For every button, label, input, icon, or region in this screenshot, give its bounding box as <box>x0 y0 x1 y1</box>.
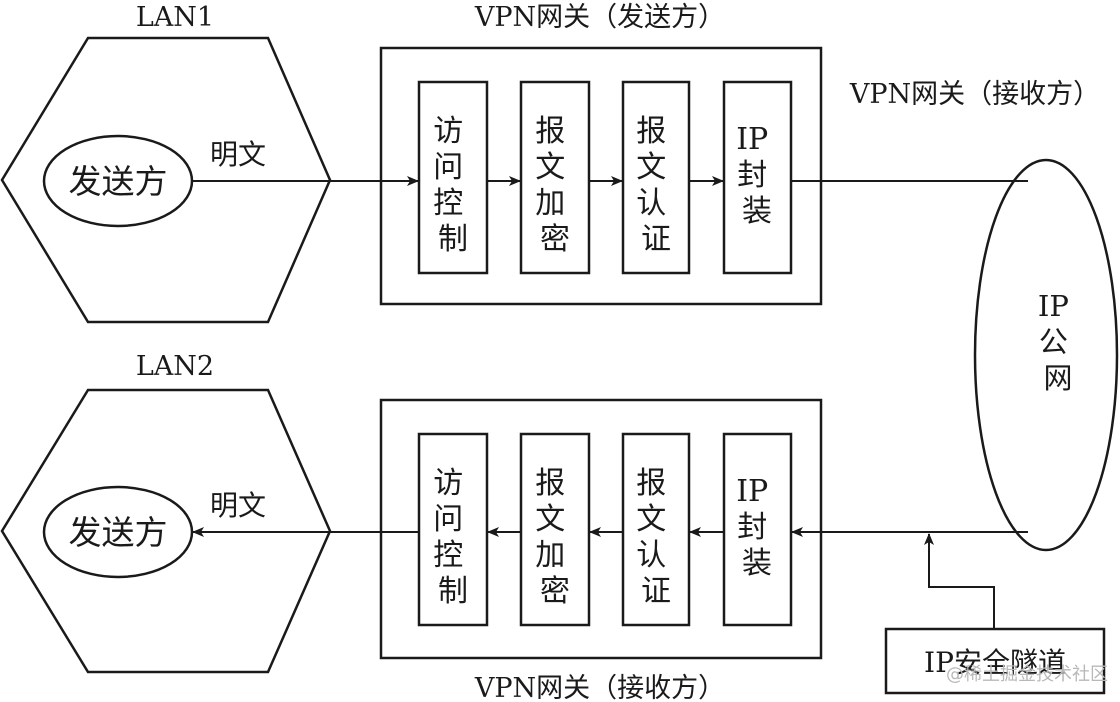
lan2-label: LAN2 <box>136 351 214 382</box>
module-box <box>519 80 591 275</box>
module-text: 报 文 认 证 <box>636 114 676 257</box>
sender-gateway: VPN网关（发送方） 访 问 控 制 报 文 加 密 报 文 <box>379 2 823 306</box>
module-authentication-bottom: 报 文 认 证 <box>621 432 691 627</box>
module-text: 访 问 控 制 <box>433 114 473 257</box>
plaintext-label-top: 明文 <box>210 138 266 171</box>
module-box <box>417 80 489 275</box>
sender-gateway-box <box>379 46 823 306</box>
lan2-hexagon <box>0 388 332 674</box>
module-text: IP 封 装 <box>736 474 778 581</box>
sender-gateway-title: VPN网关（发送方） <box>474 2 725 33</box>
tunnel-pointer-line <box>924 533 995 629</box>
module-text: 报 文 加 密 <box>535 114 575 257</box>
lan1-hexagon <box>0 36 332 324</box>
module-ip-encapsulation-bottom: IP 封 装 <box>722 432 793 627</box>
lan2-group: LAN2 发送方 明文 <box>0 351 332 674</box>
lan1-group: LAN1 发送方 明文 <box>0 2 332 324</box>
plaintext-label-bottom: 明文 <box>210 489 266 522</box>
module-text: 报 文 认 证 <box>636 466 676 609</box>
sender-label-bottom: 发送方 <box>69 513 168 552</box>
module-access-control-top: 访 问 控 制 <box>417 80 489 275</box>
module-text: IP 封 装 <box>736 122 778 229</box>
receiver-gateway-side-label: VPN网关（接收方） <box>849 79 1100 110</box>
receiver-gateway: VPN网关（接收方） 访 问 控 制 报 文 加 密 报 文 <box>379 398 823 702</box>
module-access-control-bottom: 访 问 控 制 <box>417 432 489 627</box>
sender-label-top: 发送方 <box>69 162 168 201</box>
ip-public-network: IP 公 网 <box>973 158 1119 552</box>
module-encryption-bottom: 报 文 加 密 <box>519 432 591 627</box>
module-text: 访 问 控 制 <box>433 466 473 609</box>
module-box <box>722 80 793 275</box>
receiver-gateway-title: VPN网关（接收方） <box>474 673 725 702</box>
ip-security-tunnel: IP安全隧道 <box>884 533 1106 695</box>
module-ip-encapsulation-top: IP 封 装 <box>722 80 793 275</box>
module-text: 报 文 加 密 <box>535 466 575 609</box>
tunnel-box <box>884 627 1106 695</box>
public-network-ellipse <box>973 158 1119 552</box>
lan1-label: LAN1 <box>136 2 214 33</box>
tunnel-label: IP安全隧道 <box>924 646 1066 679</box>
public-network-label: IP 公 网 <box>1038 289 1078 395</box>
watermark: @稀土掘金技术社区 <box>946 664 1108 685</box>
module-encryption-top: 报 文 加 密 <box>519 80 591 275</box>
receiver-gateway-box <box>379 398 823 660</box>
module-authentication-top: 报 文 认 证 <box>621 80 691 275</box>
module-box <box>621 80 691 275</box>
